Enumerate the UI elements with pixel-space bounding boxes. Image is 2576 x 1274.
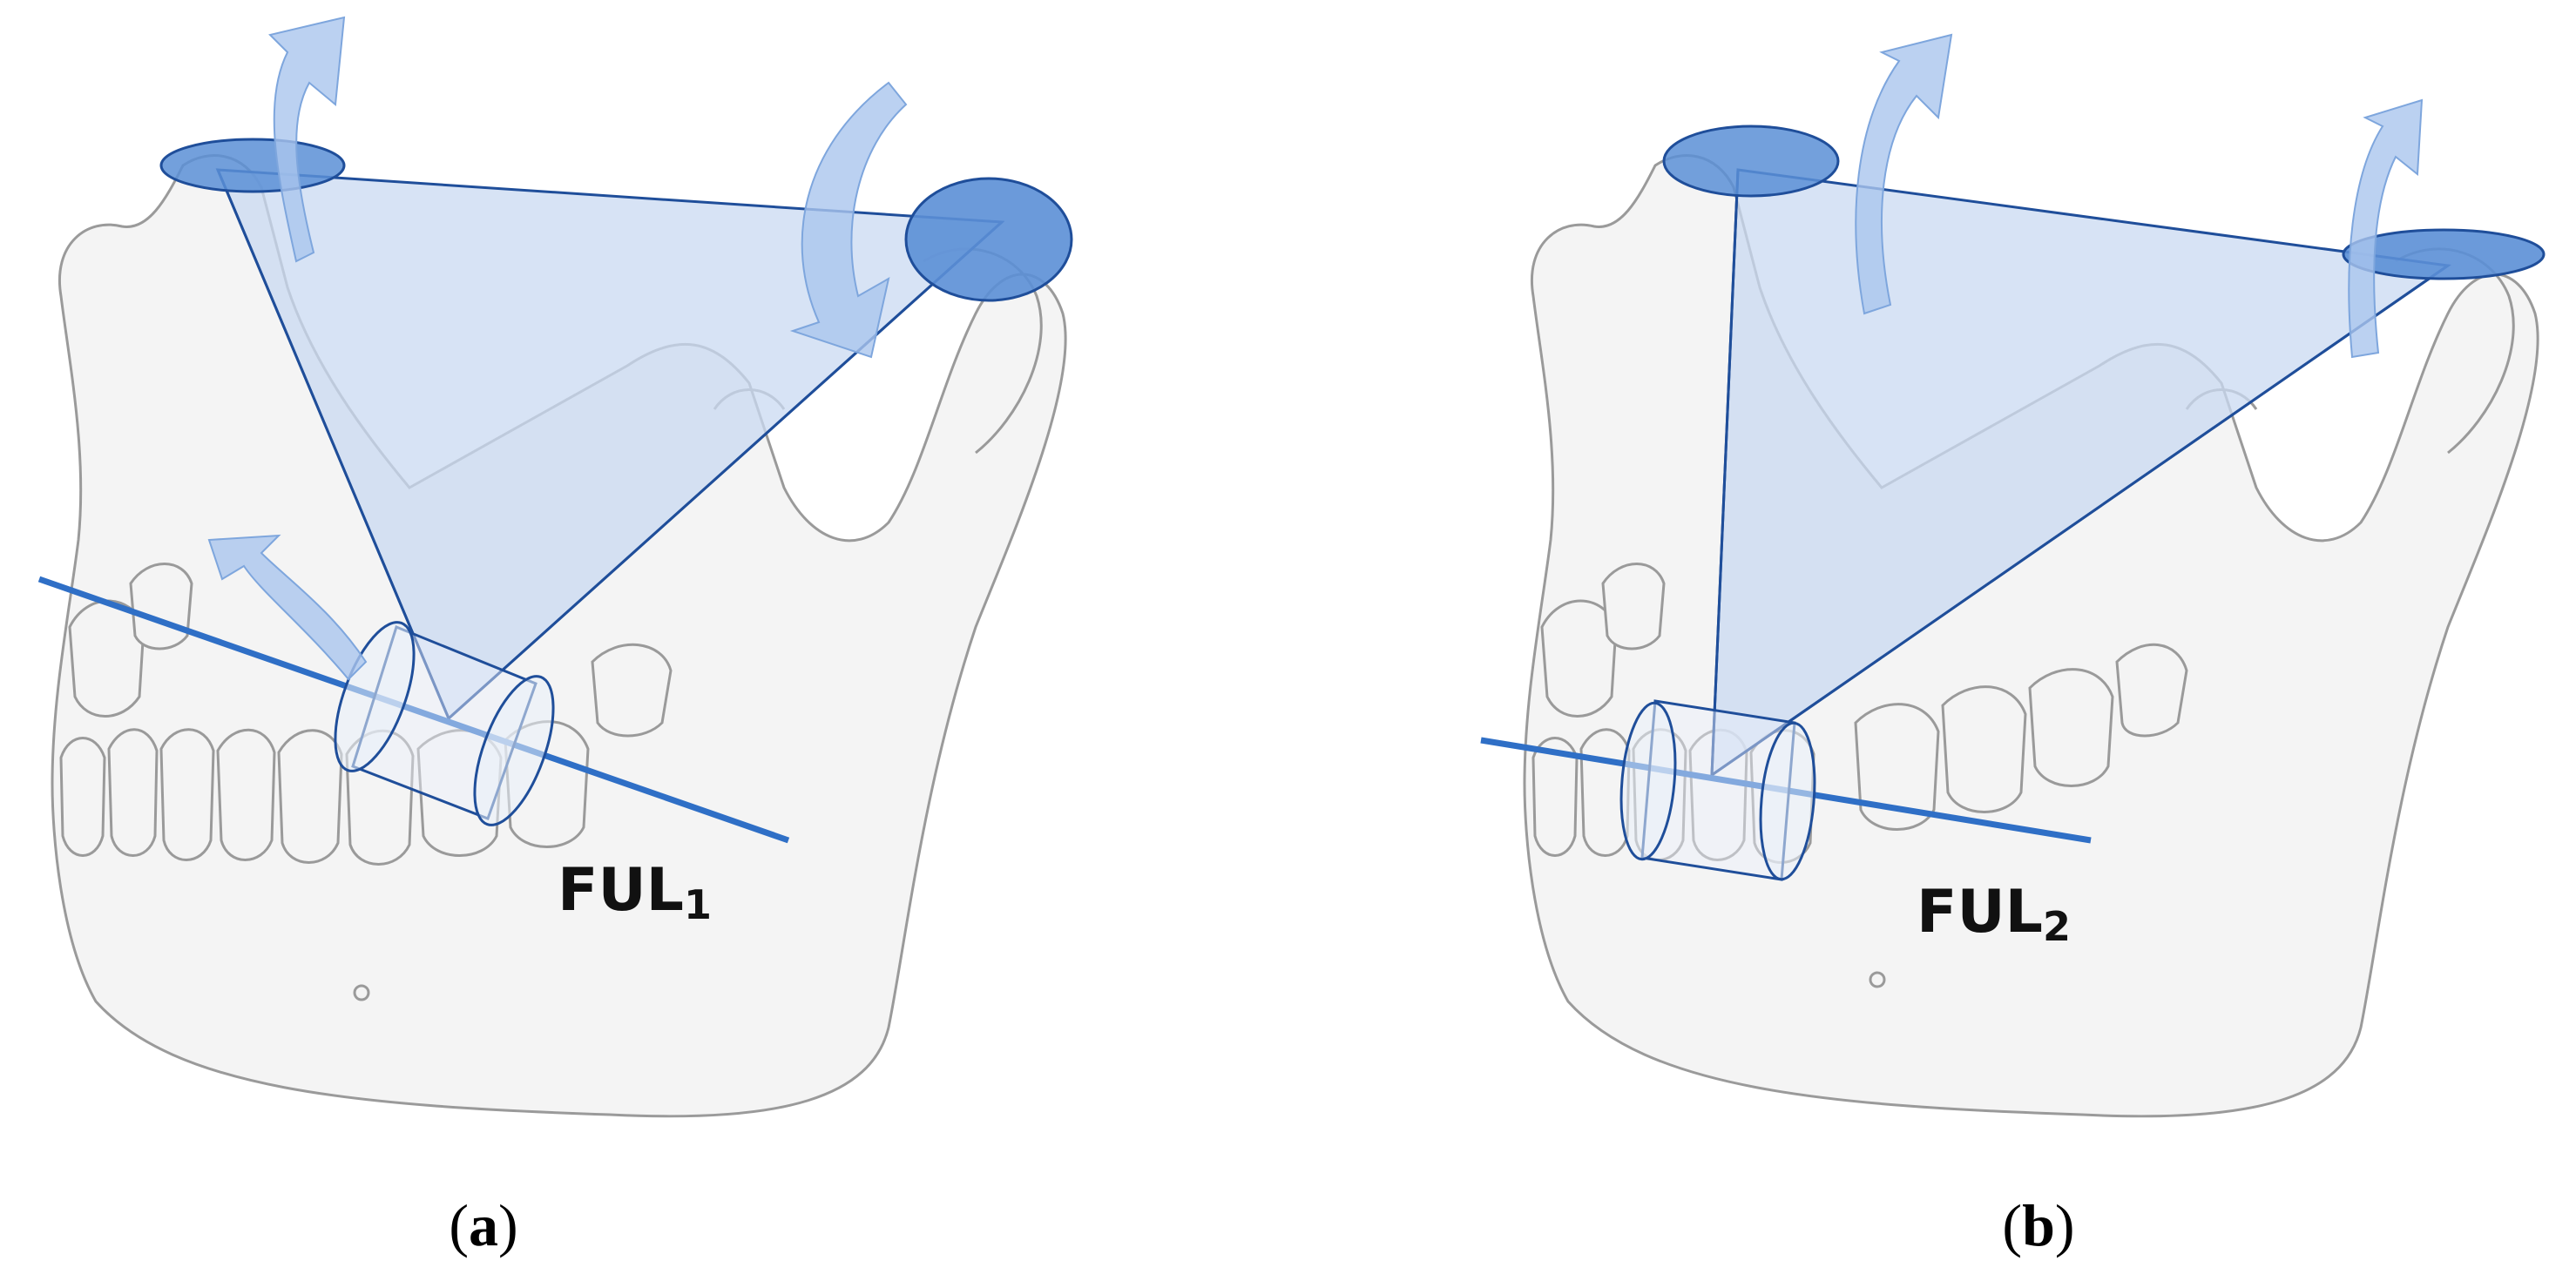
rotation-arrow-up-icon	[268, 16, 346, 263]
cylinder-a	[334, 621, 555, 826]
rotation-arrow-up-icon	[207, 534, 368, 681]
rotation-arrow-up-icon	[2348, 98, 2424, 359]
rotation-arrow-up-icon	[1855, 33, 1953, 315]
ful-subscript-b: 2	[2043, 903, 2071, 950]
left-condyle-ellipse-b	[1662, 125, 1840, 198]
panel-caption-a: (a)	[449, 1192, 517, 1258]
rotation-arrow-down-icon	[789, 81, 908, 359]
ful-axis-line-a	[37, 576, 790, 844]
ful-subscript-a: 1	[684, 881, 712, 928]
panel-caption-b: (b)	[2002, 1192, 2074, 1258]
panel-a: FUL1 (a)	[37, 16, 1073, 1258]
cylinder-b	[1619, 699, 1816, 881]
right-condyle-ellipse-a	[904, 177, 1073, 302]
rotation-arrows-a	[207, 16, 908, 681]
reference-triangle-b	[1710, 168, 2452, 778]
rotation-arrows-b	[1855, 33, 2424, 359]
mandible-illustration-a	[51, 154, 1067, 1118]
ful-label-b: FUL2	[1917, 878, 2071, 950]
right-condyle-ellipse-b	[2342, 228, 2546, 280]
ful-label-a: FUL1	[558, 856, 712, 928]
panel-b: FUL2 (b)	[1480, 33, 2546, 1258]
reference-triangle-a	[215, 168, 1005, 721]
left-condyle-ellipse-a	[159, 138, 346, 193]
